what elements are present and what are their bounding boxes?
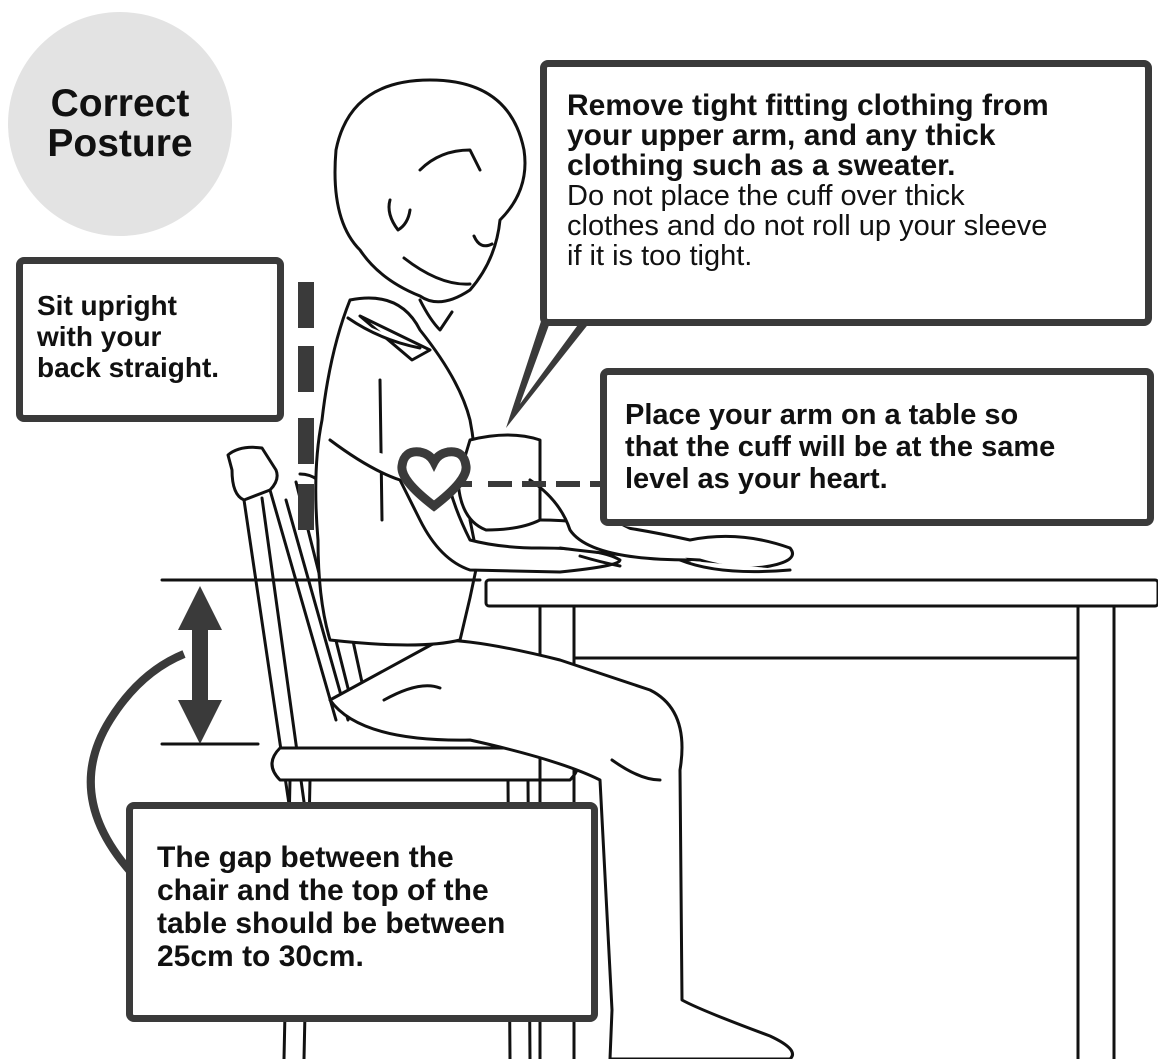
arm-line-2: that the cuff will be at the same — [625, 431, 1137, 463]
clothing-normal-1: Do not place the cuff over thick — [567, 181, 1125, 211]
clothing-bold-3: clothing such as a sweater. — [567, 151, 1125, 181]
gap-line-1: The gap between the — [157, 841, 581, 874]
arm-level-callout: Place your arm on a table so that the cu… — [600, 368, 1154, 526]
upright-line-2: with your — [37, 321, 261, 352]
gap-line-4: 25cm to 30cm. — [157, 940, 581, 973]
back-straight-marker — [298, 282, 314, 530]
upright-line-1: Sit upright — [37, 290, 261, 321]
clothing-bold-2: your upper arm, and any thick — [567, 121, 1125, 151]
clothing-callout: Remove tight fitting clothing from your … — [540, 60, 1152, 326]
clothing-normal-3: if it is too tight. — [567, 241, 1125, 271]
clothing-normal-2: clothes and do not roll up your sleeve — [567, 211, 1125, 241]
gap-line-2: chair and the top of the — [157, 874, 581, 907]
clothing-bold-1: Remove tight fitting clothing from — [567, 91, 1125, 121]
correct-posture-badge: Correct Posture — [8, 12, 232, 236]
upright-line-3: back straight. — [37, 352, 261, 383]
double-arrow-icon — [178, 586, 222, 744]
gap-line-3: table should be between — [157, 907, 581, 940]
badge-line-2: Posture — [47, 124, 192, 164]
arm-line-3: level as your heart. — [625, 463, 1137, 495]
badge-line-1: Correct — [47, 84, 192, 124]
gap-callout: The gap between the chair and the top of… — [126, 802, 598, 1022]
upright-callout: Sit upright with your back straight. — [16, 257, 284, 422]
arm-line-1: Place your arm on a table so — [625, 399, 1137, 431]
